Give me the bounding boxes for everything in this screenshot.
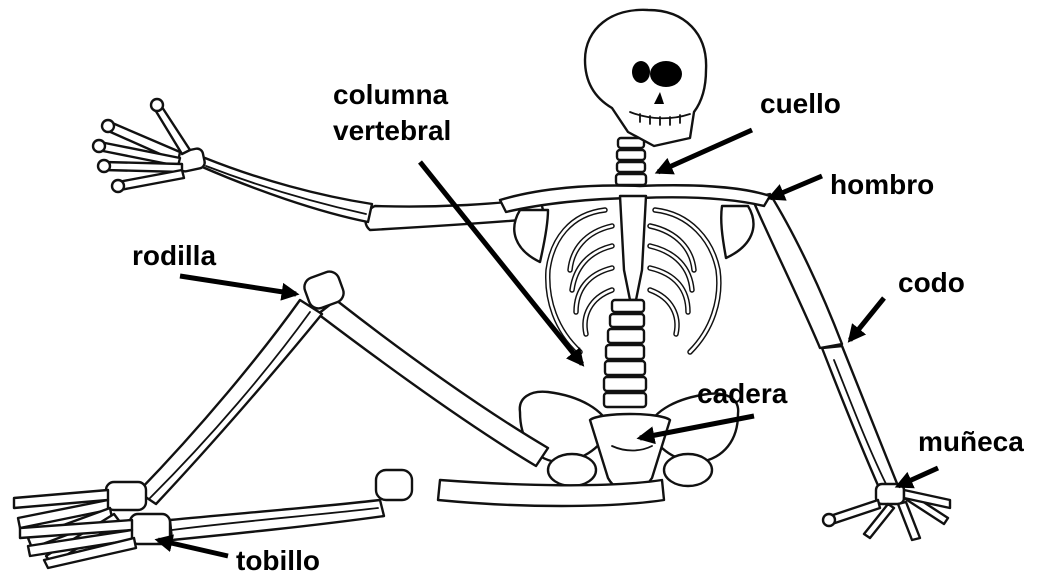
label-columna-line2: vertebral [333,115,451,146]
right-humerus-bone [752,194,842,348]
right-tibia-bone [170,500,384,540]
right-hand-bones [823,484,950,540]
right-femur-bone [438,480,664,506]
label-hombro: hombro [830,169,934,200]
left-tibia-bone [138,300,322,504]
left-radius-bone [200,158,372,222]
label-tobillo: tobillo [236,545,320,575]
left-femur-bone [318,300,548,466]
hombro-arrow [770,176,822,198]
right-ulna-bone [822,346,898,490]
tobillo-arrow [158,540,228,556]
label-cuello: cuello [760,88,841,119]
label-columna-line1: columna [333,79,449,110]
label-cadera: cadera [697,378,788,409]
muneca-arrow [898,468,938,486]
label-muneca: muñeca [918,426,1024,457]
rodilla-arrow [180,276,296,294]
sternum-bone [620,196,646,300]
skull [585,10,706,146]
codo-arrow [850,298,884,340]
label-codo: codo [898,267,965,298]
label-rodilla: rodilla [132,240,216,271]
left-hand-bones [93,99,206,192]
